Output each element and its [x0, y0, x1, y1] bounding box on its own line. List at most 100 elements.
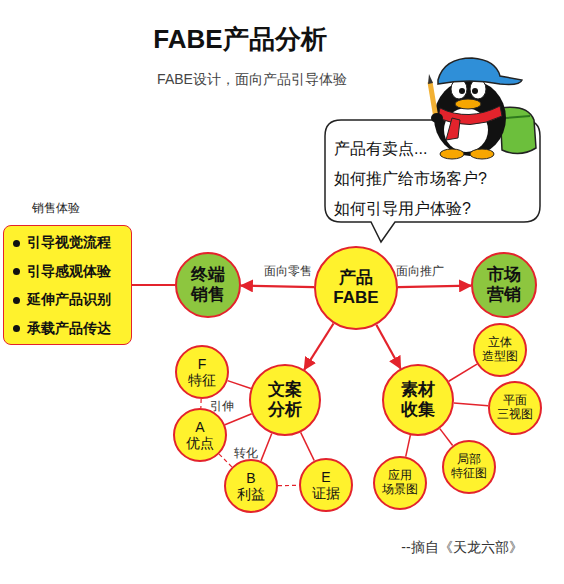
circle-shape — [315, 247, 397, 329]
edge-label: 面向零售 — [264, 263, 312, 280]
node-text: 产品 FABE — [333, 268, 378, 307]
list-item: 延伸产品识别 — [27, 291, 111, 309]
node-text: 终端 销售 — [191, 265, 225, 304]
connector-line — [454, 403, 488, 406]
topic-circle: F 特征 — [175, 345, 229, 399]
edge-label: 引伸 — [210, 397, 234, 414]
text-holder: 素材 收集 — [382, 364, 454, 436]
circle-shape — [176, 346, 228, 398]
text-holder: 局部 特征图 — [442, 440, 496, 494]
bullet-dot — [13, 325, 20, 332]
circle-shape — [374, 457, 426, 509]
connector-line — [406, 435, 411, 456]
connector-line — [278, 485, 299, 486]
node-text: F 特征 — [188, 356, 216, 388]
node-text: 立体 造型图 — [482, 336, 518, 364]
text-holder: 产品 FABE — [314, 246, 398, 330]
connector-arrow — [398, 286, 471, 287]
topic-circle: 立体 造型图 — [473, 323, 527, 377]
penguin-pupil — [459, 88, 465, 94]
circle-shape — [383, 365, 453, 435]
circle-shape — [443, 441, 495, 493]
connector-line — [200, 399, 201, 408]
bubble-shape — [325, 120, 540, 242]
backpack-strap — [506, 116, 530, 118]
text-holder: F 特征 — [175, 345, 229, 399]
text-holder: 平面 三视图 — [488, 381, 542, 435]
node-text: 应用 场景图 — [382, 469, 418, 497]
pencil-tip — [428, 74, 433, 84]
box-heading: 销售体验 — [32, 200, 80, 217]
topic-circle: A 优点 — [173, 408, 227, 462]
text-holder: A 优点 — [173, 408, 227, 462]
bullet-dot — [13, 240, 20, 247]
circle-shape — [225, 460, 277, 512]
list-row: 引导视觉流程 — [13, 229, 111, 258]
connector-line — [261, 433, 272, 460]
penguin-beak — [455, 99, 481, 109]
node-text: 市场 营销 — [487, 265, 521, 304]
bullet-dot — [13, 297, 20, 304]
list-item: 承载产品传达 — [27, 320, 111, 338]
note-label: --摘自《天龙六部》 — [401, 539, 522, 557]
connector-line — [301, 432, 315, 460]
list-row: 引导感观体验 — [13, 258, 111, 287]
topic-circle: 素材 收集 — [382, 364, 454, 436]
connector-line — [228, 381, 251, 389]
text-holder: 立体 造型图 — [473, 323, 527, 377]
speech-bubble: 产品有卖点... 如何推广给市场客户? 如何引导用户体验? — [325, 120, 540, 222]
topic-circle: 平面 三视图 — [488, 381, 542, 435]
topic-circle: 局部 特征图 — [442, 440, 496, 494]
topic-circle: 文案 分析 — [249, 364, 321, 436]
text-holder: 市场 营销 — [471, 252, 537, 318]
list-item: 引导视觉流程 — [27, 234, 111, 252]
list-item: 引导感观体验 — [27, 263, 111, 281]
circle-shape — [250, 365, 320, 435]
text-holder: E 证据 — [299, 458, 353, 512]
node-text: 平面 三视图 — [497, 394, 533, 422]
edge-label: 转化 — [234, 444, 258, 461]
circle-shape — [174, 409, 226, 461]
node-text: E 证据 — [312, 469, 340, 501]
text-holder: B 利益 — [224, 459, 278, 513]
list-row: 承载产品传达 — [13, 315, 111, 344]
text-holder: 文案 分析 — [249, 364, 321, 436]
penguin-eye — [451, 79, 467, 99]
topic-circle: E 证据 — [299, 458, 353, 512]
circle-shape — [300, 459, 352, 511]
note-label: FABE设计，面向产品引导体验 — [157, 71, 347, 89]
list-box: 销售体验引导视觉流程引导感观体验延伸产品识别承载产品传达 — [3, 225, 132, 345]
topic-circle: B 利益 — [224, 459, 278, 513]
topic-circle: 应用 场景图 — [373, 456, 427, 510]
penguin-cap — [438, 58, 522, 85]
connector-line — [225, 414, 252, 425]
topic-circle: 市场 营销 — [471, 252, 537, 318]
circle-shape — [472, 253, 536, 317]
node-text: A 优点 — [186, 419, 214, 451]
circle-shape — [474, 324, 526, 376]
bubble-text: 产品有卖点... 如何推广给市场客户? 如何引导用户体验? — [334, 134, 487, 224]
node-text: 文案 分析 — [268, 380, 302, 419]
circle-shape — [489, 382, 541, 434]
connector-arrow — [376, 325, 400, 369]
topic-circle: 终端 销售 — [175, 252, 241, 318]
list-row: 延伸产品识别 — [13, 286, 111, 315]
pencil — [430, 82, 436, 118]
circle-shape — [176, 253, 240, 317]
item-list: 引导视觉流程引导感观体验延伸产品识别承载产品传达 — [13, 229, 111, 343]
connector-arrow — [241, 286, 314, 287]
bullet-dot — [13, 268, 20, 275]
penguin-pupil — [472, 88, 478, 94]
diagram-title: FABE产品分析 — [90, 22, 390, 57]
text-holder: 应用 场景图 — [373, 456, 427, 510]
edge-label: 面向推广 — [396, 263, 444, 280]
node-text: B 利益 — [237, 470, 265, 502]
connector-line — [219, 454, 232, 467]
node-text: 局部 特征图 — [451, 453, 487, 481]
node-text: 素材 收集 — [401, 380, 435, 419]
connector-line — [449, 364, 477, 381]
connector-arrow — [304, 323, 333, 369]
text-holder: 产品有卖点... 如何推广给市场客户? 如何引导用户体验? — [334, 134, 487, 224]
connector-line — [440, 429, 453, 446]
